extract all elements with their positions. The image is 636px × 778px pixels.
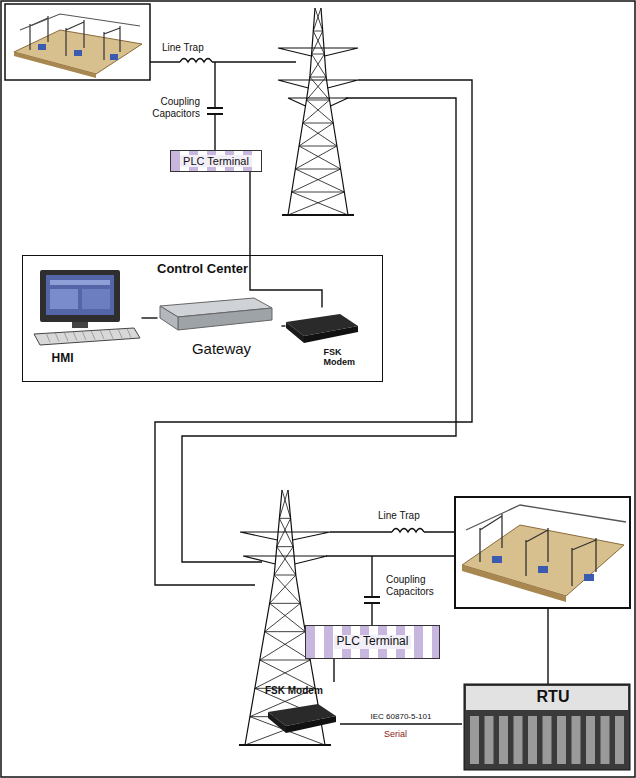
power-line bbox=[326, 529, 548, 686]
control-center-box: Control CenterHMI Gateway FSK Modem bbox=[22, 255, 383, 382]
modem-icon bbox=[286, 314, 358, 343]
substation-illustration bbox=[455, 497, 630, 608]
annotation-label: Coupling Capacitors bbox=[386, 574, 458, 597]
connector-line bbox=[333, 659, 334, 682]
node-label: RTU bbox=[462, 688, 636, 706]
node-label: Control Center bbox=[23, 262, 382, 277]
hmi-workstation: HMI bbox=[30, 266, 142, 370]
annotation-label: Serial bbox=[384, 729, 407, 739]
plc-terminal: PLC Terminal bbox=[170, 150, 262, 172]
modem-icon bbox=[268, 704, 336, 733]
annotation-label: Line Trap bbox=[162, 42, 204, 54]
gateway-device: Gateway bbox=[158, 292, 286, 362]
edge-label: IEC 60870-5-101 bbox=[370, 712, 433, 721]
fsk-modem: FSK Modem bbox=[282, 308, 362, 370]
node-label: HMI bbox=[52, 352, 74, 366]
node-label: FSK Modem bbox=[265, 685, 323, 697]
computer-icon bbox=[34, 270, 140, 345]
connector-line bbox=[340, 723, 462, 724]
capacitor-symbol bbox=[364, 597, 380, 603]
annotation-label: Line Trap bbox=[378, 510, 420, 522]
gateway-icon bbox=[160, 298, 272, 330]
fsk-modem: FSK Modem bbox=[262, 682, 340, 742]
node-label: PLC Terminal bbox=[334, 635, 412, 649]
connector-line bbox=[250, 172, 322, 308]
node-label: Gateway bbox=[158, 340, 286, 357]
rtu-unit: RTU bbox=[462, 682, 636, 772]
node-label: PLC Terminal bbox=[180, 155, 252, 168]
capacitor-symbol bbox=[207, 108, 223, 114]
substation-illustration bbox=[5, 4, 150, 80]
power-line bbox=[150, 59, 472, 586]
plc-terminal: PLC Terminal bbox=[305, 625, 440, 659]
annotation-label: Coupling Capacitors bbox=[128, 96, 200, 119]
node-label: FSK Modem bbox=[324, 347, 358, 368]
connector-line bbox=[142, 317, 158, 318]
connector-line bbox=[282, 325, 286, 326]
wire bbox=[547, 608, 548, 685]
line-trap-coil bbox=[392, 529, 424, 533]
line-trap-coil bbox=[180, 59, 212, 63]
